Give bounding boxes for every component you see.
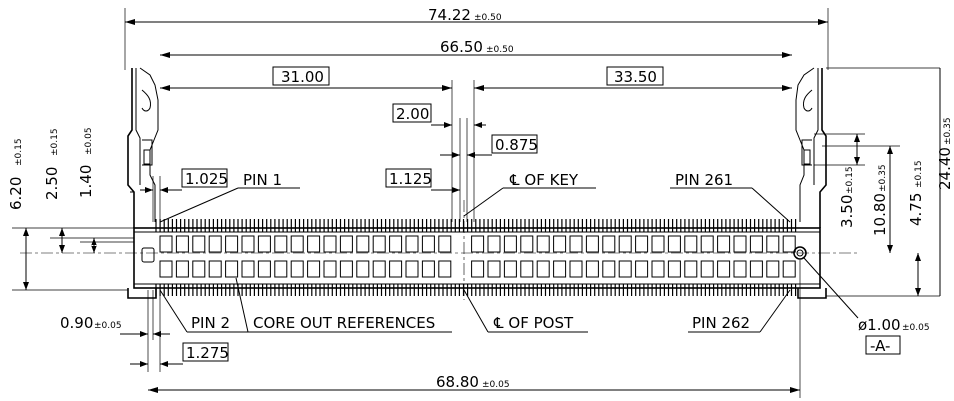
right-h2-value: 10.80 [871,193,889,236]
pin-width-value: 0.90 [60,314,93,332]
right-h4-tol: ±0.35 [943,117,953,145]
pin2-offset-value: 1.275 [186,344,229,362]
pin1-offset-value: 1.025 [185,170,228,188]
right-h3-value: 4.75 [907,193,925,226]
dim-right-heights: 3.50 ±0.15 10.80 ±0.35 4.75 ±0.15 24.40 … [814,67,954,297]
left-h1-tol: ±0.15 [14,138,24,166]
left-h2-tol: ±0.15 [50,128,60,156]
right-h4-value: 24.40 [936,147,954,190]
label-core-out: CORE OUT REFERENCES [235,277,452,333]
pin262-label: PIN 262 [692,314,750,332]
dim-pin1-offset: 1.025 PIN 1 [140,168,300,223]
dim-pin2-offset: 1.275 [130,342,229,367]
key-width-value: 2.00 [396,105,429,123]
dim-key-offset: 0.875 [440,134,538,158]
overall-width-tol: ±0.50 [474,13,502,23]
inner-width-value: 66.50 [440,38,483,56]
key-pitch-value: 1.125 [389,170,432,188]
dim-left-span: 31.00 [160,66,452,91]
overall-width-value: 74.22 [428,6,471,24]
label-key-center: ℄ OF KEY [463,171,596,217]
dim-key-pitch: 1.125 [385,168,460,193]
hole-dia-tol: ±0.05 [902,323,930,333]
pin1-label: PIN 1 [243,171,282,189]
pin261-label: PIN 261 [675,171,733,189]
dim-overall-width: 74.22 ±0.50 [124,6,829,70]
label-pin2: PIN 2 [159,289,250,333]
post-center-label: ℄ OF POST [493,314,574,332]
pin2-label: PIN 2 [191,314,230,332]
dim-left-heights: 6.20 ±0.15 2.50 ±0.15 1.40 ±0.05 [7,127,134,291]
right-span-value: 33.50 [614,68,657,86]
datum-label: -A- [870,337,890,355]
label-post-center: ℄ OF POST [463,289,588,333]
dim-bottom-width: 68.80 ±0.05 [148,260,801,398]
left-h2-value: 2.50 [43,167,61,200]
left-h3-value: 1.40 [77,165,95,198]
dim-hole: ø1.00 ±0.05 -A- [803,257,930,355]
pin-width-tol: ±0.05 [94,321,122,331]
right-latch [795,67,827,228]
left-span-value: 31.00 [281,68,324,86]
label-pin262: PIN 262 [688,289,791,333]
key-center-label: ℄ OF KEY [509,171,579,189]
dim-inner-width: 66.50 ±0.50 [160,38,792,58]
left-h3-tol: ±0.05 [84,127,94,155]
key-offset-value: 0.875 [495,136,538,154]
dim-right-span: 33.50 [474,66,792,91]
dim-pin-width: 0.90 ±0.05 [60,290,170,372]
right-h2-tol: ±0.35 [878,164,888,192]
inner-width-tol: ±0.50 [486,45,514,55]
connector-body [127,200,827,300]
bottom-width-value: 68.80 [436,373,479,391]
left-h1-value: 6.20 [7,177,25,210]
right-h1-value: 3.50 [838,195,856,228]
pin-comb [155,219,797,296]
core-out-cells [159,235,796,278]
left-latch [127,67,159,228]
right-h1-tol: ±0.15 [845,166,855,194]
hole-dia-value: ø1.00 [858,316,901,334]
right-h3-tol: ±0.15 [914,160,924,188]
label-pin261: PIN 261 [670,171,791,223]
core-out-label: CORE OUT REFERENCES [253,314,435,332]
bottom-width-tol: ±0.05 [482,380,510,390]
dim-key-width: 2.00 [392,103,486,128]
